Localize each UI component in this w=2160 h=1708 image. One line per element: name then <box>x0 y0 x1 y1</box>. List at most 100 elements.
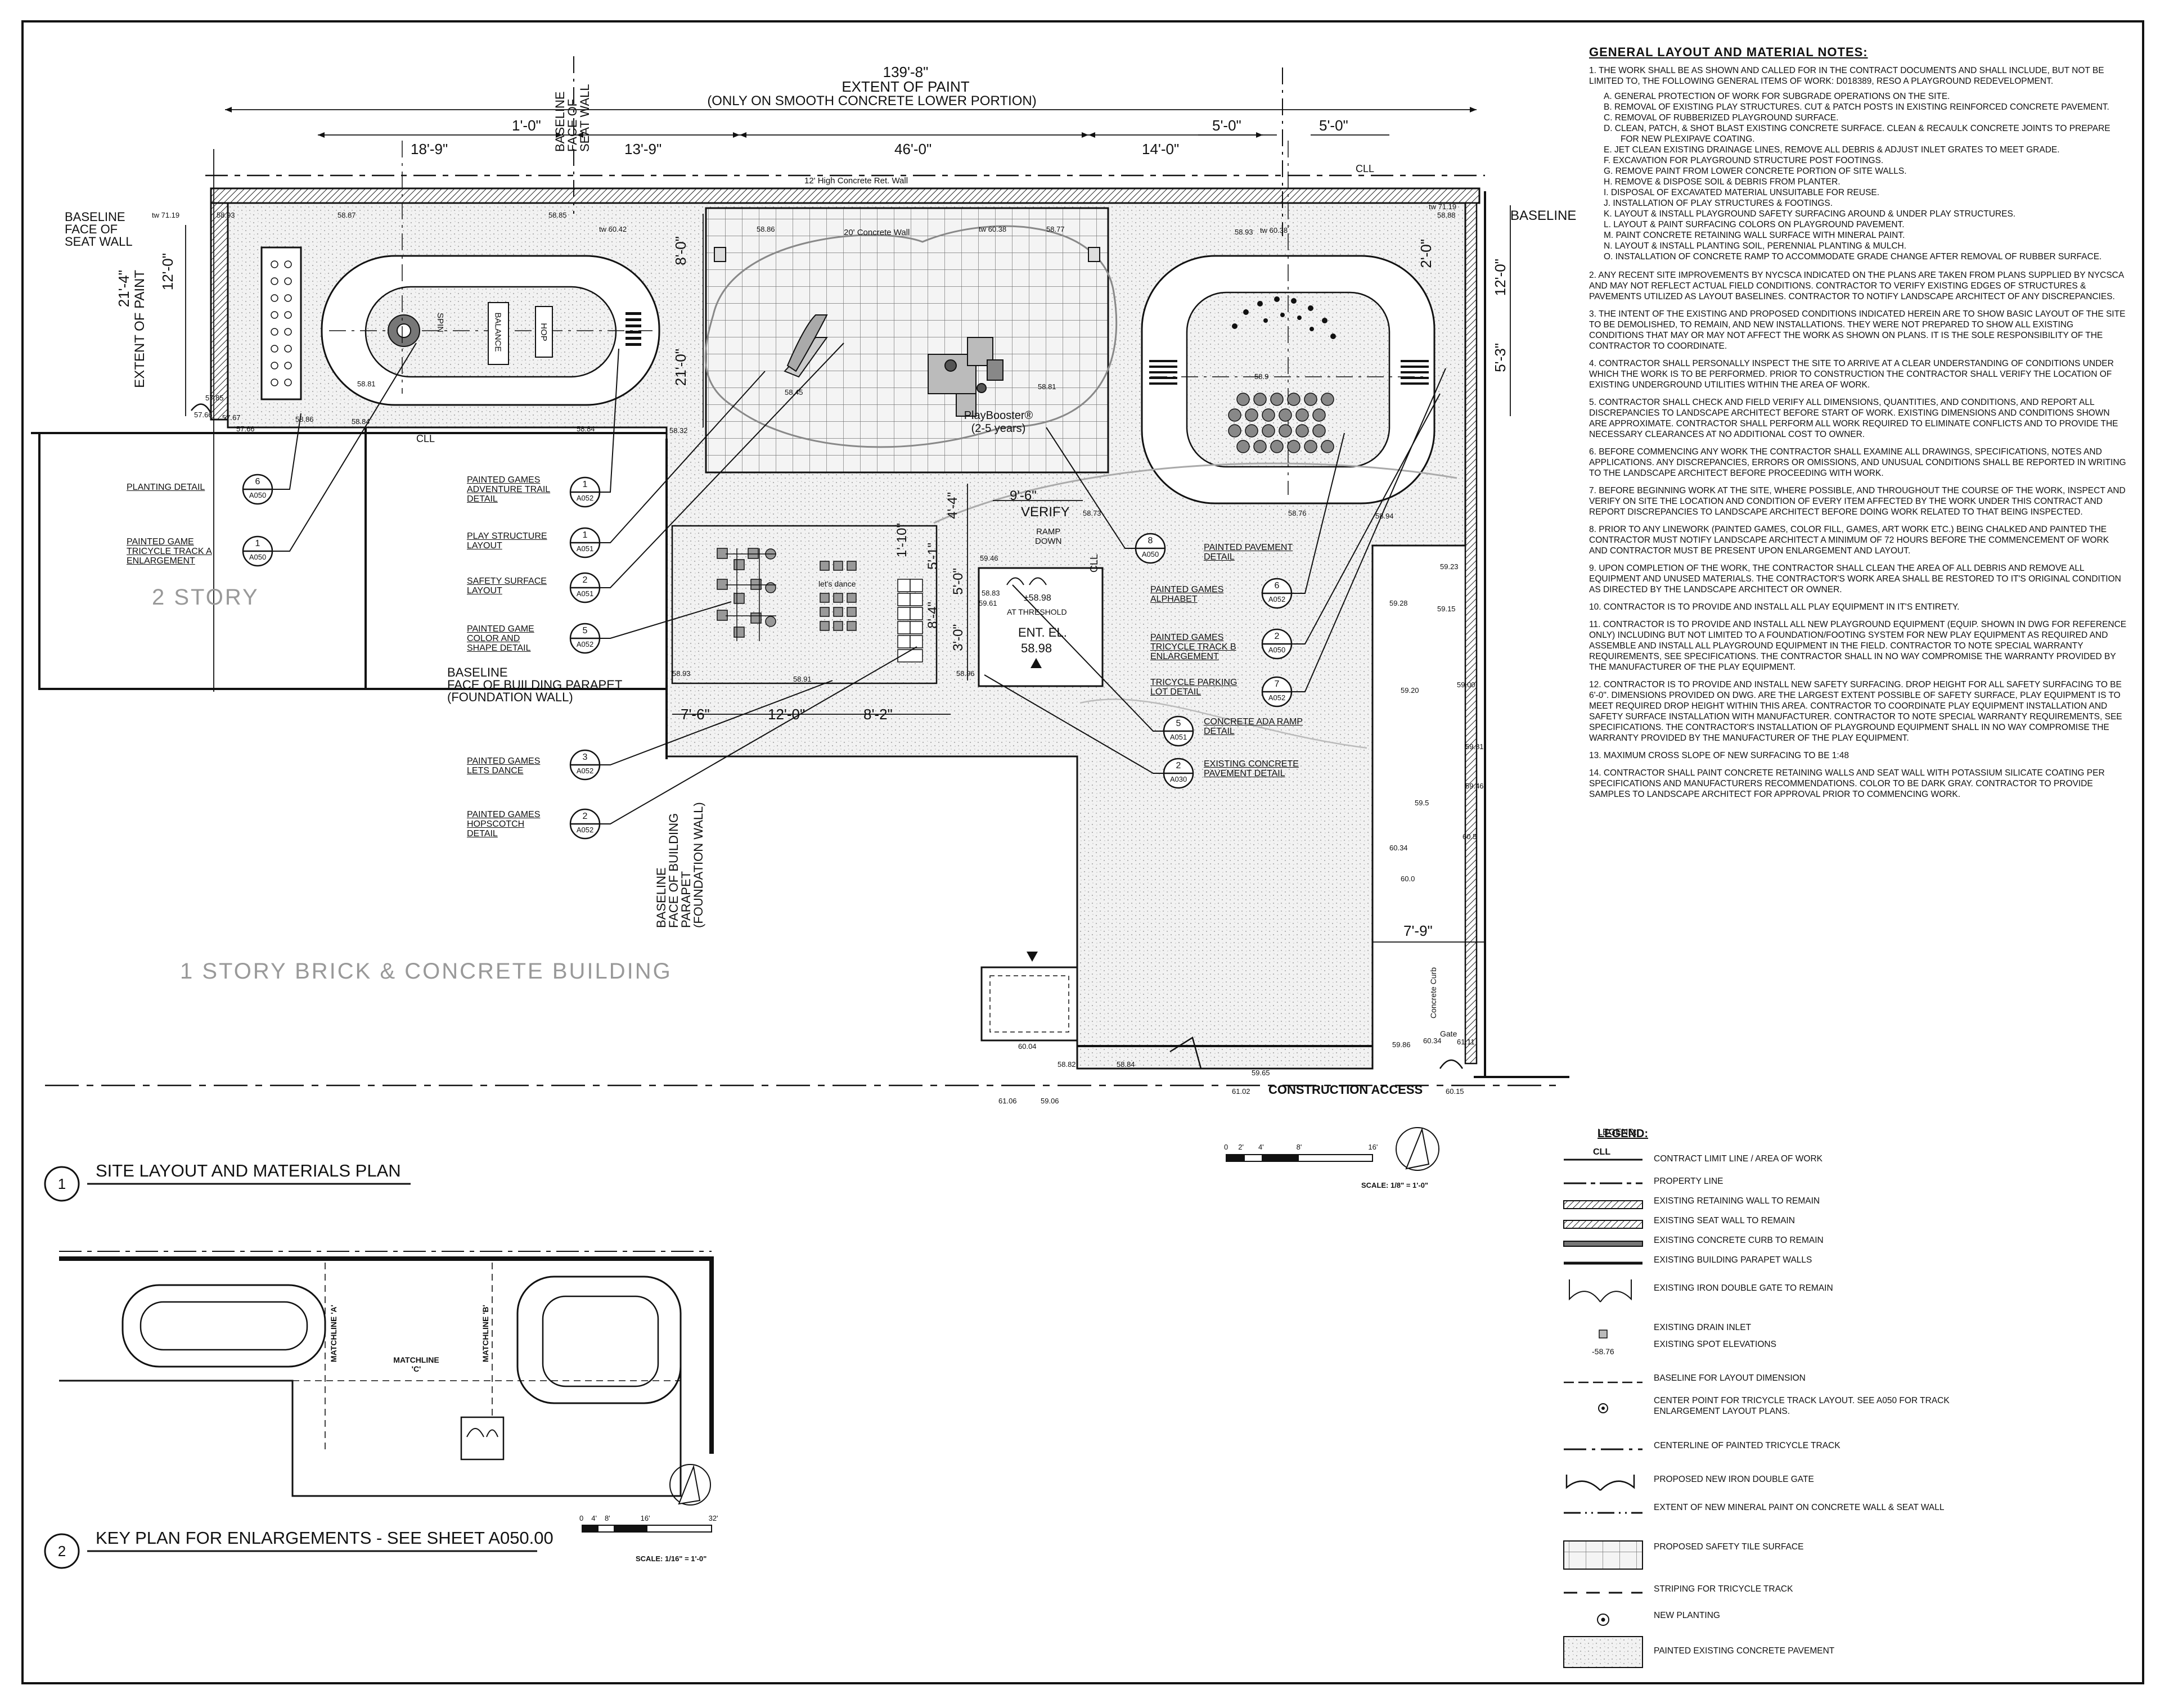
spot-elevation: 58.84 <box>577 425 595 433</box>
callout-sheet: A052 <box>576 767 594 775</box>
callout-number: 7 <box>1274 679 1280 689</box>
note-subitem: I. DISPOSAL OF EXCAVATED MATERIAL UNSUIT… <box>1604 188 1880 197</box>
spot-elevation: 58.83 <box>982 589 1000 597</box>
callout-sheet: A051 <box>576 589 594 598</box>
lets-dance-game <box>820 561 857 631</box>
baseline-right: BASELINE <box>1510 208 1577 223</box>
planter <box>260 246 302 400</box>
dim-14-0: 14'-0" <box>1142 141 1180 157</box>
callout-label: PAINTED GAMES HOPSCOTCH DETAIL <box>467 810 541 839</box>
callout-number: 2 <box>582 812 588 821</box>
spot-elevation: 58.96 <box>956 669 975 678</box>
callout-sheet: A052 <box>576 640 594 648</box>
spot-elevation: 58.81 <box>1038 382 1056 391</box>
gate-right <box>1439 1059 1464 1069</box>
callout-number: 2 <box>1176 761 1181 770</box>
spot-elevation: 58.94 <box>1375 512 1394 520</box>
retaining-wall-top <box>210 187 1480 204</box>
note-subitem: J. INSTALLATION OF PLAY STRUCTURES & FOO… <box>1604 199 1833 208</box>
scale-tick: 32' <box>708 1514 718 1522</box>
dim-5-0-a: 5'-0" <box>1212 117 1241 134</box>
spot-elevation: 58.84 <box>352 417 370 426</box>
hopscotch-game <box>897 579 923 663</box>
spot-elevation: 60.5 <box>1462 832 1477 841</box>
concrete-wall-label: 20' Concrete Wall <box>844 228 910 237</box>
scale-tick: 4' <box>1258 1143 1264 1151</box>
scale-bar-2 <box>582 1525 712 1533</box>
legend-item: PAINTED EXISTING CONCRETE PAVEMENT <box>1654 1646 1835 1656</box>
alphabet-game <box>1228 393 1334 453</box>
dim-2-0: 2'-0" <box>1418 239 1434 268</box>
matchline-a: MATCHLINE 'A' <box>329 1305 338 1363</box>
gate-left <box>191 403 212 414</box>
scale-tick: 8' <box>1296 1143 1302 1151</box>
callout-label: PLAY STRUCTURE LAYOUT <box>467 531 547 551</box>
scale-tick: 2' <box>1238 1143 1244 1151</box>
spot-elevation: 60.15 <box>1446 1087 1464 1096</box>
key-plan-wall <box>59 1256 714 1454</box>
baseline-seat-wall-left: BASELINE FACE OF SEAT WALL <box>65 211 133 248</box>
spot-elevation: 58.84 <box>1117 1060 1135 1069</box>
callout-sheet: A050 <box>1141 550 1159 558</box>
dim-8-2: 8'-2" <box>863 706 893 723</box>
track-word-balance: BALANCE <box>493 312 503 352</box>
scale-tick: 4' <box>591 1514 597 1522</box>
note-13: 13. MAXIMUM CROSS SLOPE OF NEW SURFACING… <box>1589 751 1849 760</box>
callout-sheet: A030 <box>1169 775 1187 783</box>
spot-elevation: 61.06 <box>998 1097 1017 1105</box>
callout-label: CONCRETE ADA RAMP DETAIL <box>1204 717 1303 736</box>
spot-elevation: 60.34 <box>1423 1036 1442 1045</box>
callout-number: 6 <box>1274 581 1280 591</box>
note-8: 8. PRIOR TO ANY LINEWORK (PAINTED GAMES,… <box>1589 525 2109 556</box>
spot-elevation: 58.76 <box>1288 509 1307 517</box>
dim-5-1: 5'-1" <box>925 543 940 570</box>
high-wall-label: 12' High Concrete Ret. Wall <box>804 176 908 186</box>
legend-title: LEGEND: <box>1598 1128 1637 1137</box>
spot-elevation: 58.45 <box>785 388 803 396</box>
dim-7-6: 7'-6" <box>681 706 710 723</box>
key-plan-title: KEY PLAN FOR ENLARGEMENTS - SEE SHEET A0… <box>96 1528 554 1548</box>
callout-number: 1 <box>582 480 588 489</box>
callout-label: PAINTED GAMES LETS DANCE <box>467 756 541 776</box>
callout-number: 3 <box>582 752 588 762</box>
spot-elevation: 59.20 <box>1401 686 1419 695</box>
callout-label: EXISTING CONCRETE PAVEMENT DETAIL <box>1204 759 1299 778</box>
legend-item: EXISTING DRAIN INLET <box>1654 1323 1752 1332</box>
spot-elevation: 59.46 <box>1465 782 1484 790</box>
note-11: 11. CONTRACTOR IS TO PROVIDE AND INSTALL… <box>1589 620 2127 672</box>
spot-elevation: 58.87 <box>338 211 356 219</box>
note-14: 14. CONTRACTOR SHALL PAINT CONCRETE RETA… <box>1589 768 2105 799</box>
baseline-word: BASELINE <box>65 210 125 224</box>
dim-46-0: 46'-0" <box>894 141 932 157</box>
spot-elevation: 60.0 <box>1401 875 1415 883</box>
callout-sheet: A052 <box>1268 693 1286 702</box>
spot-elevation: 58.93 <box>217 211 235 219</box>
spot-elevation: 59.86 <box>1392 1040 1411 1049</box>
scale-tick: 16' <box>1368 1143 1378 1151</box>
parapet-word: FACE OF BUILDING PARAPET <box>667 813 693 928</box>
extent-paint-label: EXTENT OF PAINT <box>842 78 970 95</box>
spot-elevation: tw 60.38 <box>979 225 1007 233</box>
spot-elevation: 58.88 <box>1437 211 1456 219</box>
note-5: 5. CONTRACTOR SHALL CHECK AND FIELD VERI… <box>1589 398 2118 439</box>
baseline-parapet-1: BASELINE FACE OF BUILDING PARAPET (FOUND… <box>447 666 622 704</box>
scale-bar-1 <box>1226 1154 1373 1162</box>
entry-structure <box>980 966 1078 1042</box>
north-triangle-icon <box>1027 952 1038 962</box>
playbooster-name: PlayBooster® <box>964 409 1033 422</box>
spot-elevation: 59.65 <box>1252 1069 1270 1077</box>
note-1: 1. THE WORK SHALL BE AS SHOWN AND CALLED… <box>1589 66 2104 86</box>
dim-12-0-left: 12'-0" <box>159 253 176 291</box>
legend-item: EXISTING IRON DOUBLE GATE TO REMAIN <box>1654 1283 1833 1293</box>
callout-number: 8 <box>1148 536 1153 546</box>
ent-el-value: 58.98 <box>1021 641 1052 655</box>
legend-item: EXISTING RETAINING WALL TO REMAIN <box>1654 1196 1820 1206</box>
legend-title-text: LEGEND: <box>1598 1128 1648 1140</box>
spot-elevation: 58.86 <box>295 415 314 423</box>
callout-number: 2 <box>582 575 588 585</box>
dim-18-9: 18'-9" <box>411 141 448 157</box>
dim-13-9: 13'-9" <box>624 141 662 157</box>
